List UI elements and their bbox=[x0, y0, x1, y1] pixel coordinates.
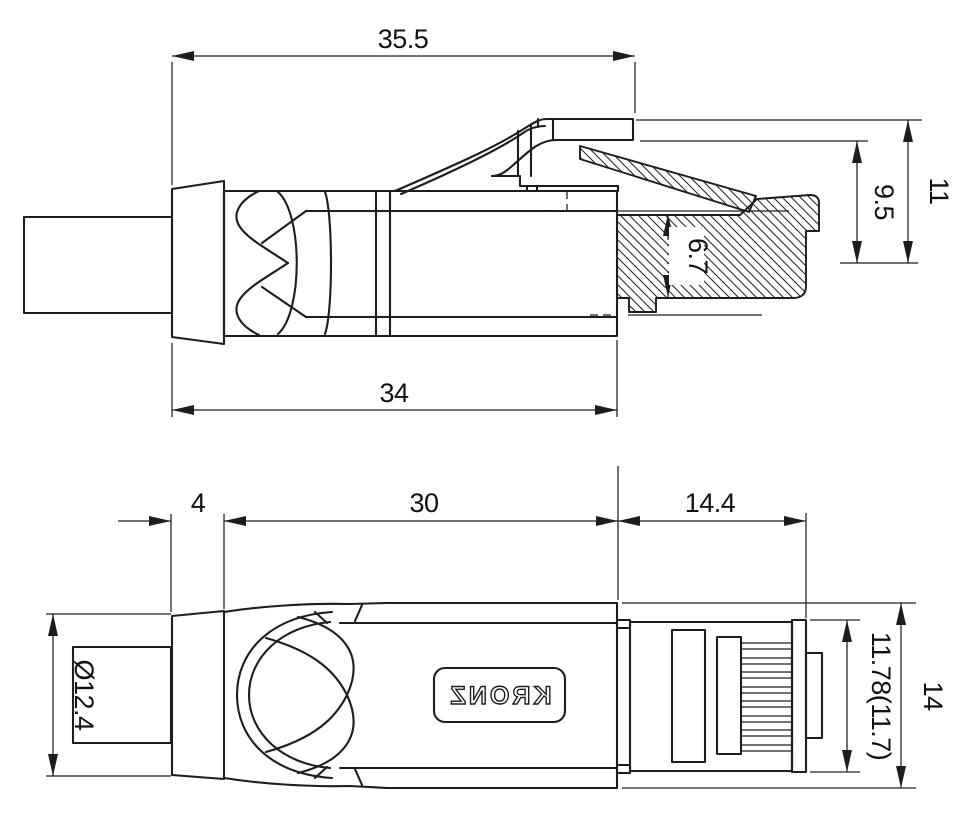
dim-label-housing-length-side: 34 bbox=[379, 378, 409, 408]
dim-label-overall-width: 14 bbox=[918, 681, 948, 711]
dim-overall-height: 11 bbox=[636, 119, 954, 263]
dim-label-overall-length: 35.5 bbox=[378, 24, 429, 54]
side-crimp-wave bbox=[235, 189, 333, 337]
dim-overall-length: 35.5 bbox=[171, 24, 636, 185]
plan-view: KRONZ bbox=[46, 466, 948, 790]
kronz-label-frame bbox=[432, 666, 567, 724]
rj45-contact-block bbox=[804, 651, 824, 740]
dim-label-cable-boot-diameter: Ø12.4 bbox=[69, 659, 99, 731]
side-latch-arm bbox=[393, 117, 635, 196]
rj45-contact-pins bbox=[740, 642, 793, 752]
dim-label-plug-body-height: 6.7 bbox=[683, 238, 713, 274]
kronz-logo-mirrored: KRONZ bbox=[447, 681, 552, 710]
dim-housing-length-plan: 30 bbox=[224, 466, 619, 600]
dim-housing-length-side: 34 bbox=[171, 340, 618, 417]
side-boot-flange bbox=[170, 179, 226, 346]
side-view: 35.5 34 9.5 11 bbox=[22, 24, 954, 417]
side-hidden-edges bbox=[545, 191, 617, 316]
dim-label-plug-length: 14.4 bbox=[685, 488, 736, 518]
dim-label-housing-length-plan: 30 bbox=[409, 488, 438, 518]
dim-label-overall-height: 11 bbox=[924, 177, 954, 204]
dim-label-latch-rest-height: 9.5 bbox=[869, 184, 899, 220]
plan-rj45-plug bbox=[615, 618, 824, 775]
rj45-inner-bar-2 bbox=[715, 635, 743, 756]
dim-latch-rest-height: 9.5 bbox=[640, 140, 918, 264]
rj45-inner-bar-1 bbox=[670, 628, 707, 764]
dim-plug-width: 11.78(11.7) bbox=[810, 619, 896, 773]
dim-cable-boot-diameter: Ø12.4 bbox=[46, 613, 171, 777]
dim-plug-length: 14.4 bbox=[618, 488, 807, 618]
side-housing-body bbox=[222, 189, 619, 338]
dim-label-boot-flange-length: 4 bbox=[191, 488, 206, 518]
dim-overall-width: 14 bbox=[622, 602, 948, 789]
dim-label-plug-width: 11.78(11.7) bbox=[866, 632, 896, 761]
dim-boot-flange-length: 4 bbox=[118, 488, 225, 612]
plan-strain-relief-boot bbox=[222, 601, 619, 790]
kronz-logo-text: KRONZ bbox=[448, 682, 552, 710]
kronz-label: KRONZ bbox=[432, 666, 567, 724]
dim-plug-body-height: 6.7 bbox=[663, 214, 713, 297]
plan-housing-body bbox=[338, 601, 619, 790]
